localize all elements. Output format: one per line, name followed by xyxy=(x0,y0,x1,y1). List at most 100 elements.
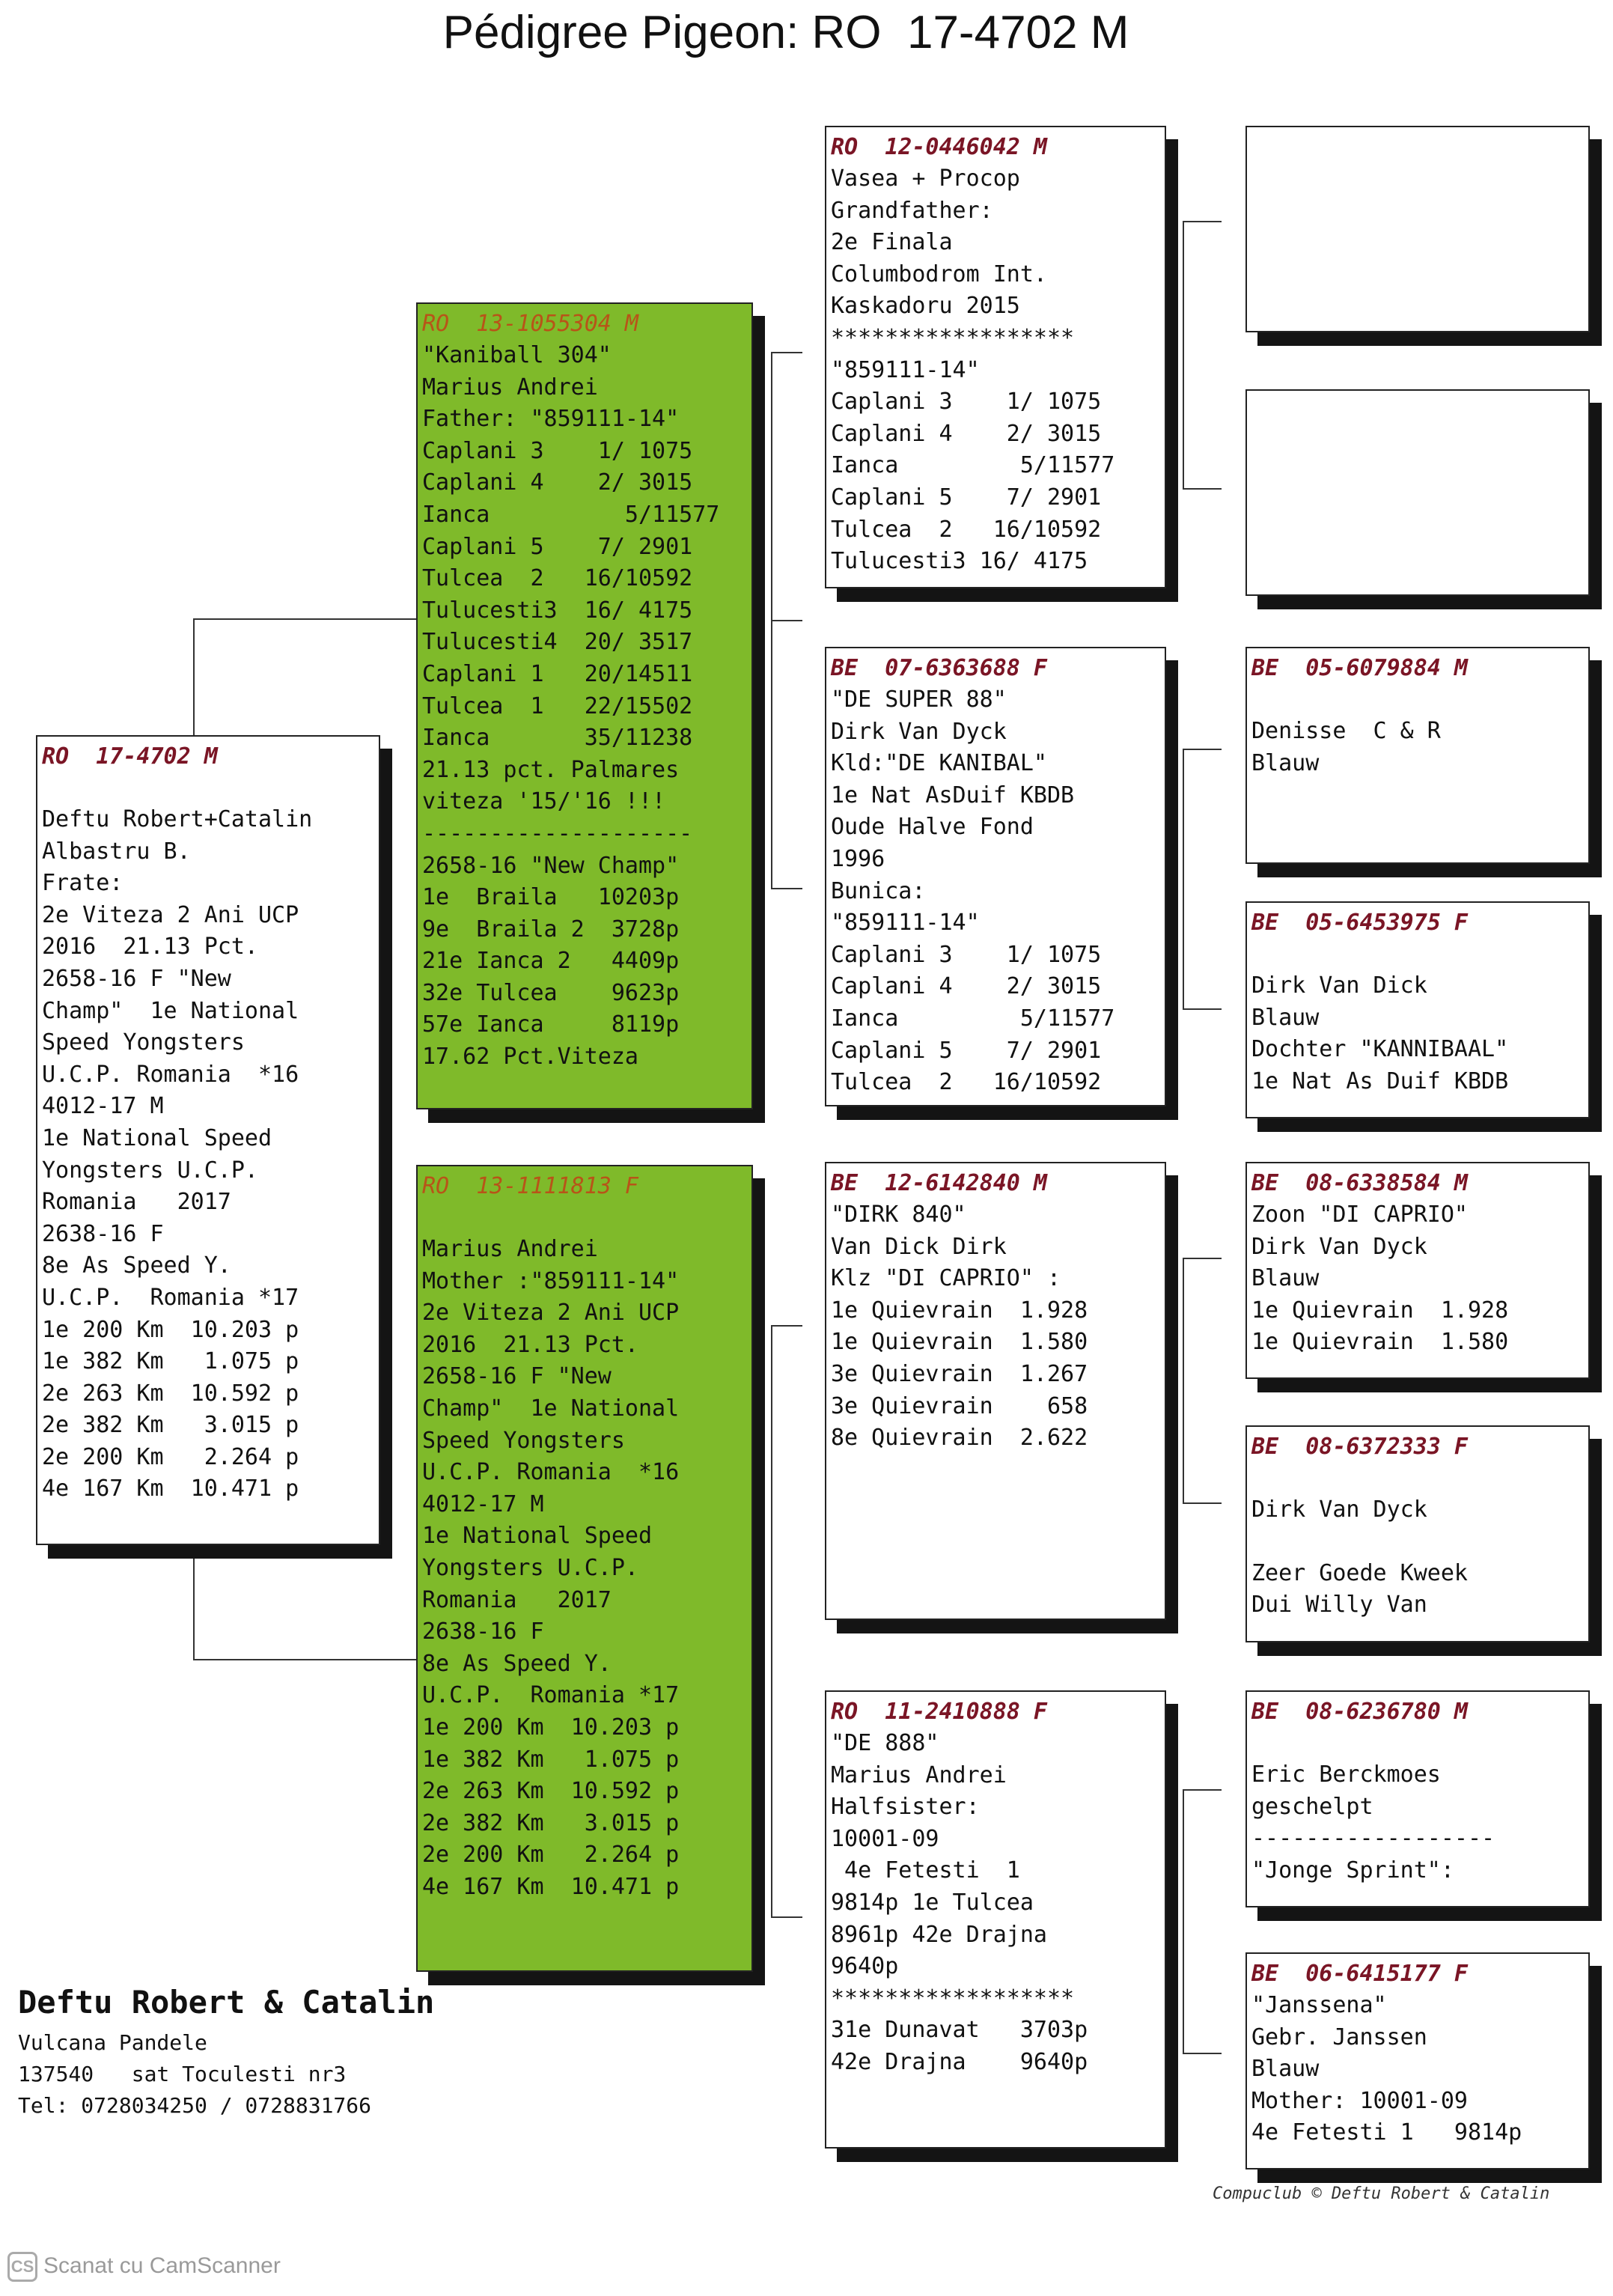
mmm-ring: BE 06-6415177 F xyxy=(1251,1961,1468,1987)
mm-line: 31e Dunavat 3703p xyxy=(831,2017,1088,2044)
father-line: 17.62 Pct.Viteza xyxy=(422,1044,638,1071)
subject-line: 8e As Speed Y. xyxy=(42,1252,231,1279)
ff-line: Caplani 3 1/ 1075 xyxy=(831,389,1102,415)
mf-line: "DIRK 840" xyxy=(831,1202,966,1228)
mf-line: 8e Quievrain 2.622 xyxy=(831,1425,1088,1452)
software-credit: Compuclub © Deftu Robert & Catalin xyxy=(1213,2184,1550,2203)
mf-line: 3e Quievrain 1.267 xyxy=(831,1360,1088,1387)
fm-line: Bunica: xyxy=(831,877,926,904)
father-line: 9e Braila 2 3728p xyxy=(422,916,680,943)
father-line: Caplani 3 1/ 1075 xyxy=(422,437,693,464)
connector-mf-branch xyxy=(1183,1258,1222,1504)
fm-line: 1e Nat AsDuif KBDB xyxy=(831,782,1075,809)
father-line: Tulucesti3 16/ 4175 xyxy=(422,597,693,624)
subject-line: 4012-17 M xyxy=(42,1093,164,1120)
mmf-ring: BE 08-6236780 M xyxy=(1251,1699,1468,1725)
fmm-line: 1e Nat As Duif KBDB xyxy=(1251,1068,1509,1094)
mother-line: Champ" 1e National xyxy=(422,1395,680,1422)
fm-line: Caplani 4 2/ 3015 xyxy=(831,973,1102,1000)
fmm-ring: BE 05-6453975 F xyxy=(1251,910,1468,936)
mmm-line: 4e Fetesti 1 9814p xyxy=(1251,2119,1522,2146)
subject-line: 2e 382 Km 3.015 p xyxy=(42,1412,299,1439)
mf-line: Van Dick Dirk xyxy=(831,1233,1007,1260)
mff-line: Zoon "DI CAPRIO" xyxy=(1251,1202,1468,1228)
breeder-address-1: Vulcana Pandele xyxy=(18,2030,207,2055)
subject-line: Frate: xyxy=(42,870,124,897)
subject-line: 2638-16 F xyxy=(42,1220,164,1247)
ff-line: Kaskadoru 2015 xyxy=(831,293,1020,320)
fm-line: Ianca 5/11577 xyxy=(831,1005,1115,1032)
ff-line: ****************** xyxy=(831,324,1075,351)
mf-line: Klz "DI CAPRIO" : xyxy=(831,1265,1061,1292)
subject-line: U.C.P. Romania *16 xyxy=(42,1061,299,1088)
mf-line: 1e Quievrain 1.928 xyxy=(831,1297,1088,1324)
mm-line: "DE 888" xyxy=(831,1730,939,1756)
father-card: RO 13-1055304 M "Kaniball 304" Marius And… xyxy=(416,302,753,1109)
fmm-line xyxy=(1251,939,1585,970)
fm-line: "859111-14" xyxy=(831,910,980,937)
mm-line: Marius Andrei xyxy=(831,1761,1007,1788)
mother-line: Marius Andrei xyxy=(422,1236,598,1262)
father-line: "Kaniball 304" xyxy=(422,342,612,368)
mother-line: 1e 200 Km 10.203 p xyxy=(422,1714,680,1741)
mff-card: BE 08-6338584 M Zoon "DI CAPRIO"Dirk Van… xyxy=(1245,1162,1590,1379)
connector-mother-mf xyxy=(771,1325,802,1656)
father-line: Marius Andrei xyxy=(422,374,598,401)
father-line: Caplani 1 20/14511 xyxy=(422,660,693,687)
father-line: Tulucesti4 20/ 3517 xyxy=(422,629,693,656)
ff-line: Caplani 5 7/ 2901 xyxy=(831,484,1102,511)
mother-line: 2016 21.13 Pct. xyxy=(422,1331,638,1358)
ff-line: Caplani 4 2/ 3015 xyxy=(831,420,1102,447)
father-line: Caplani 4 2/ 3015 xyxy=(422,469,693,496)
connector-father-ff xyxy=(771,352,802,621)
fm-line: Dirk Van Dyck xyxy=(831,718,1007,745)
mm-line: 10001-09 xyxy=(831,1825,939,1852)
mmf-line: geschelpt xyxy=(1251,1793,1373,1820)
connector-ff-branch xyxy=(1183,221,1222,490)
mf-line: 1e Quievrain 1.580 xyxy=(831,1329,1088,1356)
subject-line: Albastru B. xyxy=(42,838,191,865)
mother-line: 2658-16 F "New xyxy=(422,1363,612,1390)
mother-line: Yongsters U.C.P. xyxy=(422,1554,638,1581)
ff-line: Tulcea 2 16/10592 xyxy=(831,516,1102,543)
mff-line: 1e Quievrain 1.580 xyxy=(1251,1329,1509,1356)
subject-line: 2e Viteza 2 Ani UCP xyxy=(42,901,299,928)
subject-line: 4e 167 Km 10.471 p xyxy=(42,1476,299,1502)
mother-line: 2e 263 Km 10.592 p xyxy=(422,1778,680,1805)
camscanner-icon: CS xyxy=(7,2252,37,2282)
mother-line: 2e 382 Km 3.015 p xyxy=(422,1809,680,1836)
connector-mother-mm xyxy=(771,1654,802,1918)
fmm-line: Blauw xyxy=(1251,1004,1320,1031)
ff-ring: RO 12-0446042 M xyxy=(831,134,1047,160)
mother-line: 4e 167 Km 10.471 p xyxy=(422,1873,680,1900)
father-line: 21.13 pct. Palmares xyxy=(422,756,680,783)
subject-line: Deftu Robert+Catalin xyxy=(42,806,313,832)
mfm-line: Dirk Van Dyck xyxy=(1251,1496,1427,1523)
fm-line: 1996 xyxy=(831,845,885,872)
ff-line: Ianca 5/11577 xyxy=(831,452,1115,479)
mmm-line: Blauw xyxy=(1251,2056,1320,2083)
father-ring: RO 13-1055304 M xyxy=(422,311,638,337)
breeder-address-2: 137540 sat Toculesti nr3 xyxy=(18,2062,347,2086)
subject-line: 1e 382 Km 1.075 p xyxy=(42,1348,299,1375)
father-line: Tulcea 2 16/10592 xyxy=(422,565,693,592)
mmf-line: ------------------ xyxy=(1251,1825,1495,1852)
fm-line: Caplani 5 7/ 2901 xyxy=(831,1037,1102,1064)
mm-line: 9814p 1e Tulcea xyxy=(831,1889,1034,1916)
subject-line: 2658-16 F "New xyxy=(42,965,231,992)
subject-line: 2e 200 Km 2.264 p xyxy=(42,1443,299,1470)
father-line: 21e Ianca 2 4409p xyxy=(422,948,680,975)
fmf-line: Denisse C & R xyxy=(1251,718,1441,744)
father-line: Tulcea 1 22/15502 xyxy=(422,692,693,719)
